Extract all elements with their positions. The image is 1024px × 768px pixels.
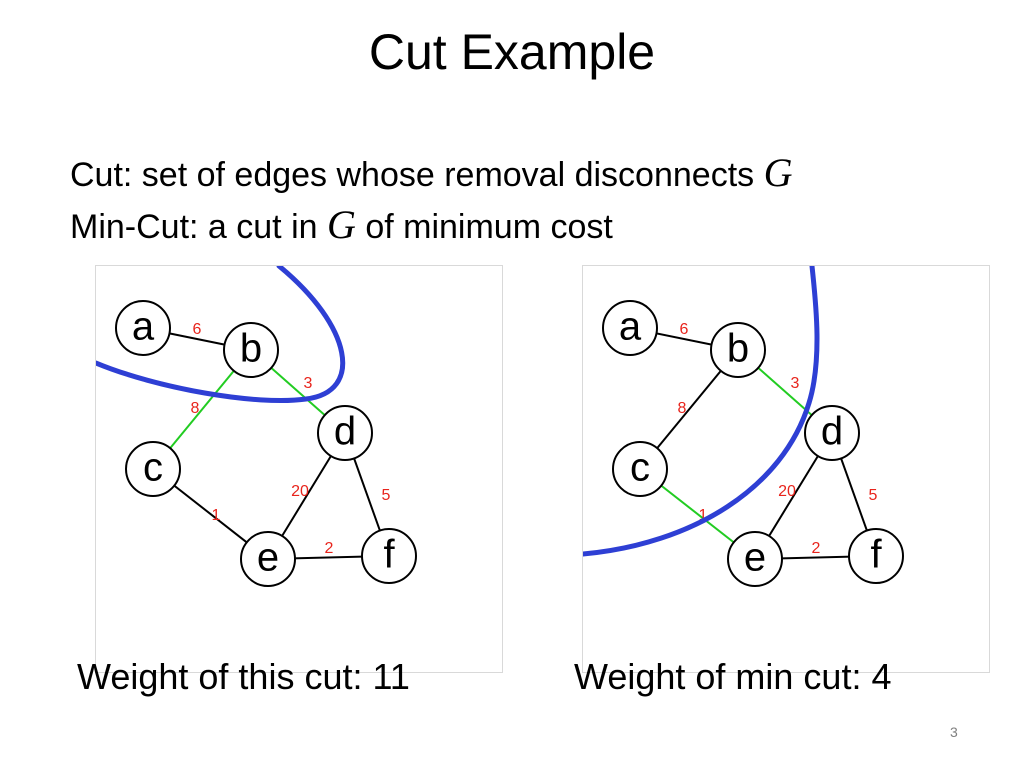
node-circle-d <box>804 405 860 461</box>
edge-weight-d-f: 5 <box>869 487 878 504</box>
edge-weight-a-b: 6 <box>680 321 689 338</box>
node-label-f: f <box>383 533 395 577</box>
node-d: d <box>804 405 860 461</box>
node-circle-a <box>602 300 658 356</box>
node-label-d: d <box>334 410 356 454</box>
graph-symbol: G <box>326 202 356 247</box>
node-circle-b <box>710 322 766 378</box>
graph-panel-cut-example: 6 8 3 1 20 5 2 a b c d e f <box>95 265 503 673</box>
min-cut-definition-text-end: of minimum cost <box>355 208 613 246</box>
node-b: b <box>223 322 279 378</box>
node-label-f: f <box>870 533 882 577</box>
edge-weight-c-e: 1 <box>212 507 221 524</box>
node-label-a: a <box>132 305 155 349</box>
graph-panel-min-cut: 6 8 3 1 20 5 2 a b c d e f <box>582 265 990 673</box>
node-a: a <box>115 300 171 356</box>
node-circle-f <box>848 528 904 584</box>
node-label-e: e <box>257 536 279 580</box>
node-f: f <box>848 528 904 584</box>
node-circle-b <box>223 322 279 378</box>
edge-weight-b-d: 3 <box>304 375 313 392</box>
node-e: e <box>240 531 296 587</box>
node-label-d: d <box>821 410 843 454</box>
graph-diagram-left: 6 8 3 1 20 5 2 a b c d e f <box>96 266 417 587</box>
min-cut-weight-caption: Weight of min cut: 4 <box>574 656 892 697</box>
slide-title: Cut Example <box>368 24 656 80</box>
node-circle-c <box>612 441 668 497</box>
edge-weight-b-d: 3 <box>791 375 800 392</box>
node-circle-a <box>115 300 171 356</box>
node-circle-d <box>317 405 373 461</box>
cut-definition: Cut: set of edges whose removal disconne… <box>70 148 792 200</box>
edge-weight-e-f: 2 <box>325 540 334 557</box>
edge-weight-b-c: 8 <box>191 400 200 417</box>
slide-number: 3 <box>950 724 958 740</box>
min-cut-definition: Min-Cut: a cut in G of minimum cost <box>70 200 792 252</box>
node-circle-e <box>240 531 296 587</box>
edge-weight-c-e: 1 <box>699 507 708 524</box>
node-f: f <box>361 528 417 584</box>
node-d: d <box>317 405 373 461</box>
node-label-e: e <box>744 536 766 580</box>
node-label-b: b <box>240 327 262 371</box>
graph-symbol: G <box>763 150 793 195</box>
node-b: b <box>710 322 766 378</box>
edge-weight-d-e: 20 <box>291 483 309 500</box>
node-circle-c <box>125 441 181 497</box>
definitions: Cut: set of edges whose removal disconne… <box>70 148 792 252</box>
edge-weight-a-b: 6 <box>193 321 202 338</box>
cut-weight-caption: Weight of this cut: 11 <box>77 656 410 697</box>
node-label-c: c <box>143 446 163 490</box>
node-label-c: c <box>630 446 650 490</box>
edge-weight-b-c: 8 <box>678 400 687 417</box>
edge-weight-e-f: 2 <box>812 540 821 557</box>
cut-curve <box>96 266 346 404</box>
cut-curve <box>583 266 820 557</box>
edge-weight-d-e: 20 <box>778 483 796 500</box>
node-c: c <box>612 441 668 497</box>
node-label-a: a <box>619 305 642 349</box>
node-circle-f <box>361 528 417 584</box>
min-cut-definition-text-start: Min-Cut: a cut in <box>70 208 327 246</box>
node-circle-e <box>727 531 783 587</box>
node-e: e <box>727 531 783 587</box>
node-c: c <box>125 441 181 497</box>
cut-definition-text: Cut: set of edges whose removal disconne… <box>70 156 764 194</box>
node-label-b: b <box>727 327 749 371</box>
node-a: a <box>602 300 658 356</box>
edge-weight-d-f: 5 <box>382 487 391 504</box>
graph-diagram-right: 6 8 3 1 20 5 2 a b c d e f <box>583 266 904 587</box>
